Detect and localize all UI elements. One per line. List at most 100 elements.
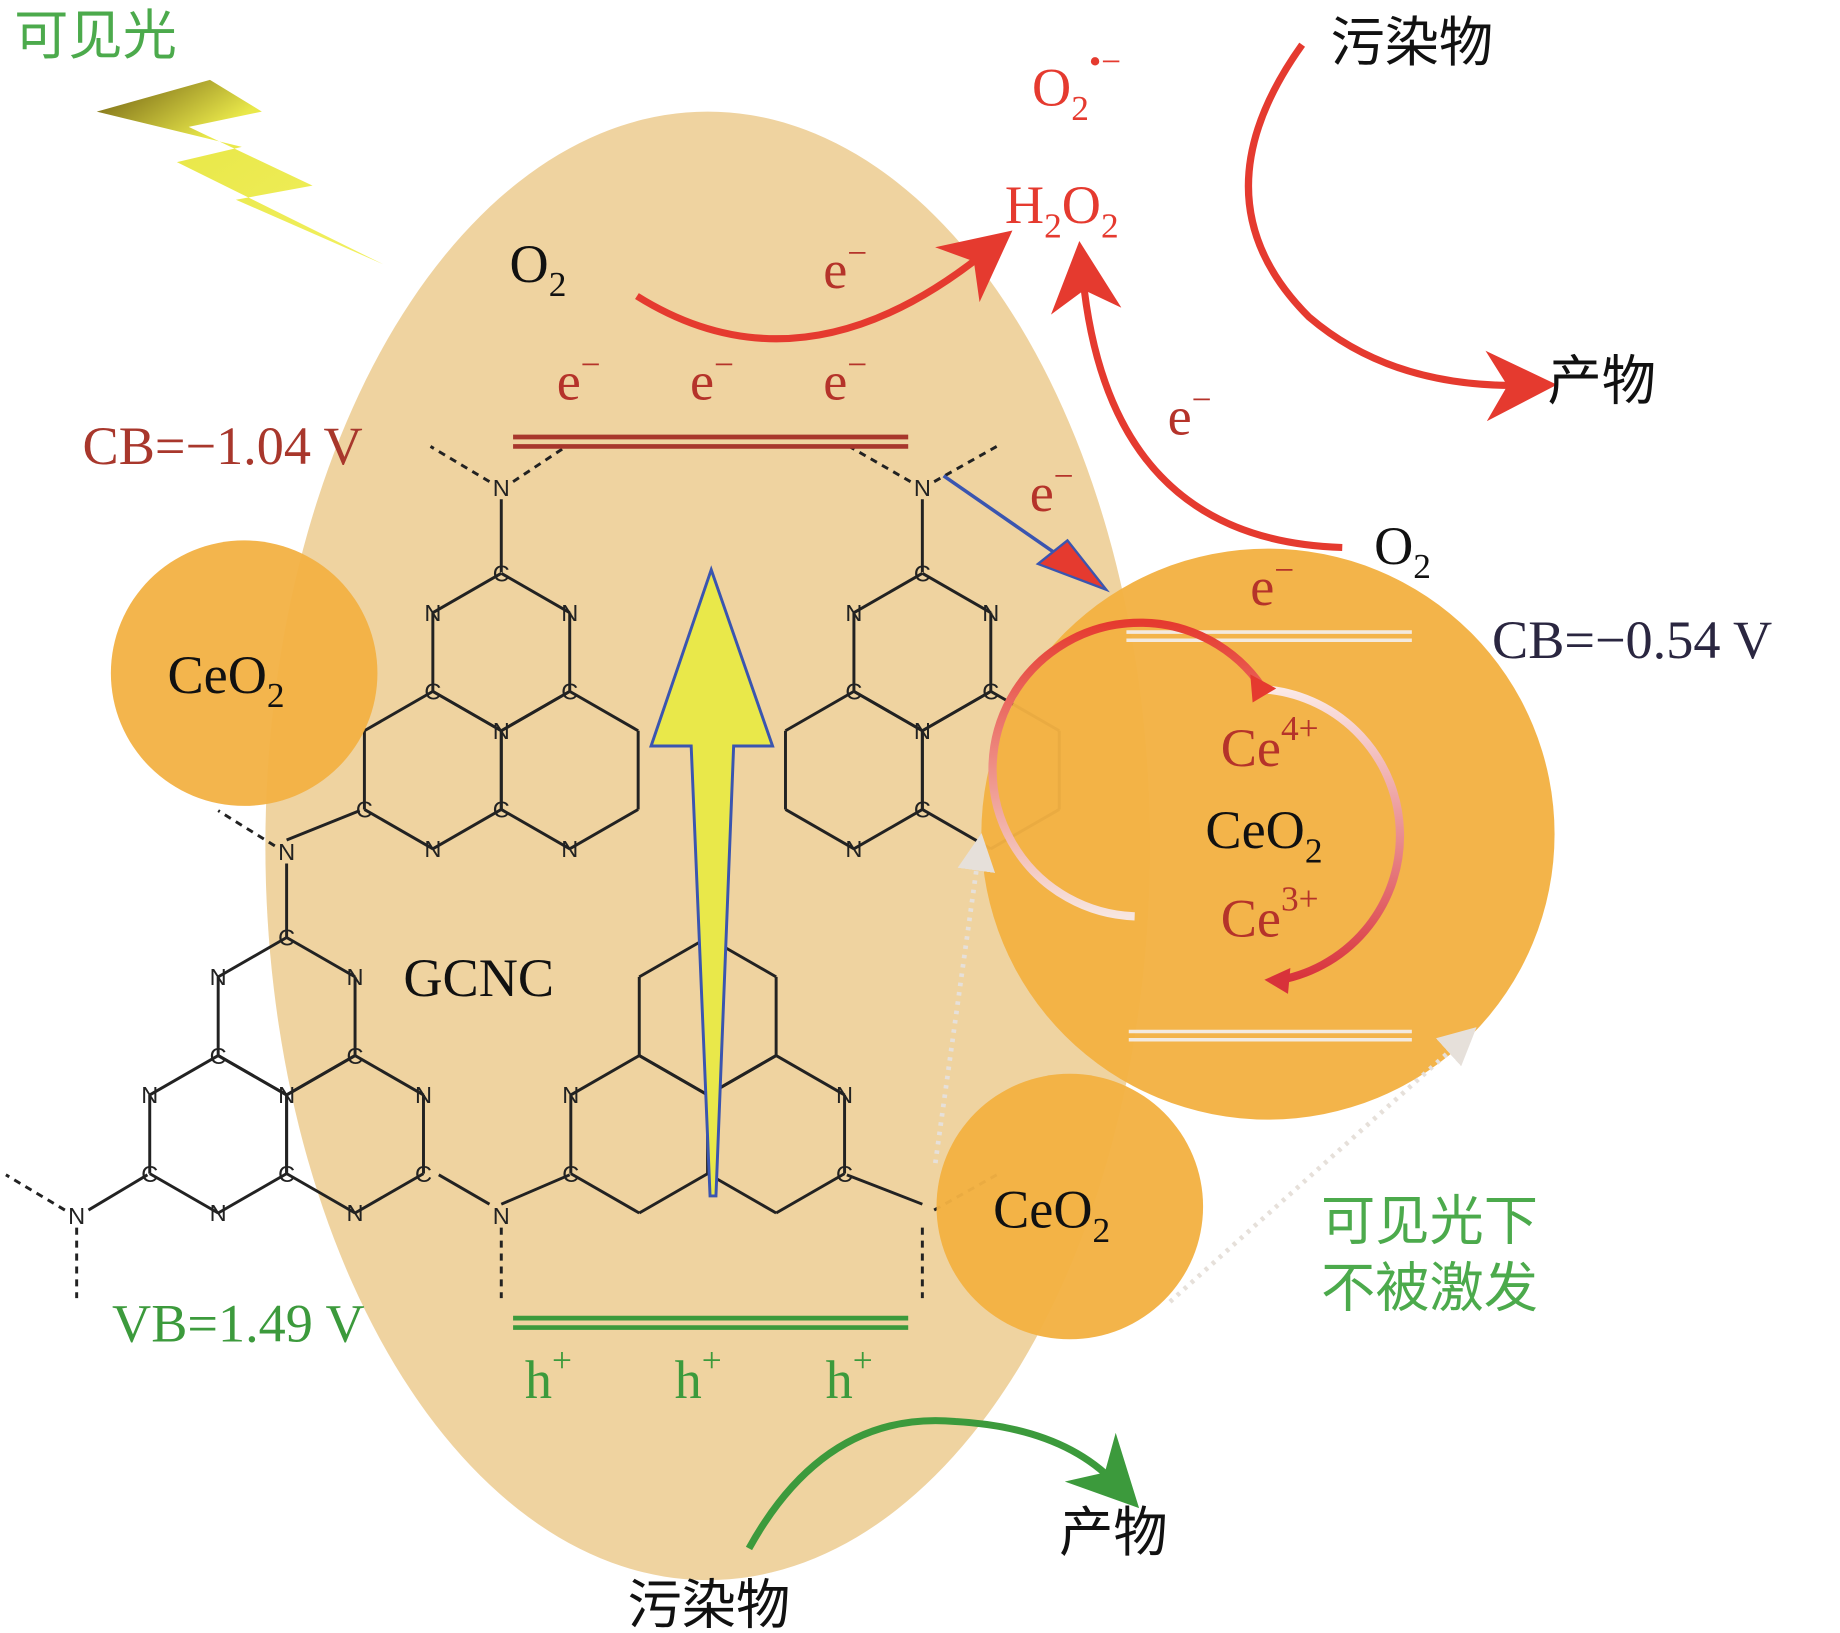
pollutant-label-bottom: 污染物: [627, 1574, 790, 1633]
bond: [217, 1172, 288, 1215]
ceo2-particle-left: [110, 540, 378, 806]
electron-label: e−: [823, 233, 867, 299]
bond: [784, 808, 855, 851]
nitrogen-atom-label: N: [424, 600, 441, 626]
bond: [432, 572, 503, 614]
electron-label: e−: [1250, 551, 1294, 617]
ceo2-label-bottom: CeO2: [993, 1180, 1110, 1250]
ce-cycle-arrowhead-top: [1250, 674, 1277, 703]
carbon-atom-label: C: [210, 1043, 227, 1069]
o2-reduction-arrow: [635, 230, 1013, 343]
hole-label: h+: [525, 1341, 572, 1410]
carbon-atom-label: C: [914, 561, 931, 587]
carbon-atom-label: C: [141, 1161, 158, 1187]
bond: [217, 936, 288, 979]
bond: [638, 936, 709, 979]
ceo2-particle-bottom: [936, 1073, 1204, 1340]
cb-gcnc-label: CB=−1.04 V: [83, 416, 363, 476]
carbon-atom-label: C: [836, 1161, 853, 1187]
carbon-atom-label: C: [493, 561, 510, 587]
bond: [149, 1054, 219, 1097]
ceo2-particle-large: [981, 548, 1555, 1120]
bond: [921, 690, 992, 733]
bond: [438, 1173, 491, 1206]
nitrogen-atom-label: N: [210, 964, 227, 990]
bond: [500, 1173, 571, 1206]
bond: [570, 1172, 640, 1215]
nitrogen-atom-label: N: [278, 1082, 295, 1108]
bond: [285, 1054, 356, 1097]
superoxide-label: O2•−: [1032, 42, 1121, 128]
bond: [775, 1172, 846, 1215]
nitrogen-atom-label: N: [562, 1082, 579, 1108]
ce-cycle-arrow-lower: [1267, 685, 1405, 986]
nitrogen-atom-label: N: [68, 1203, 85, 1229]
nitrogen-atom-label: N: [493, 475, 510, 501]
ceo2-o2-reduction-arrow: [1051, 241, 1343, 551]
gcnc-vb-line: [513, 1315, 909, 1330]
electron-label: e−: [1168, 380, 1212, 446]
o2-label-right: O2: [1374, 516, 1431, 586]
bond: [500, 690, 571, 733]
electron-label: e−: [1030, 457, 1074, 523]
carbon-atom-label: C: [347, 1043, 364, 1069]
nitrogen-atom-label: N: [493, 718, 510, 744]
gcnc-label: GCNC: [403, 948, 554, 1008]
bond: [363, 690, 434, 733]
pollutant-label-top: 污染物: [1330, 11, 1493, 74]
nitrogen-atom-label: N: [424, 836, 441, 862]
bond: [638, 1054, 709, 1097]
not-excited-label-line1: 可见光下: [1321, 1190, 1538, 1253]
not-excited-label-line2: 不被激发: [1321, 1256, 1538, 1319]
bond: [638, 1172, 709, 1215]
nitrogen-atom-label: N: [845, 836, 862, 862]
bond: [570, 1054, 640, 1097]
vb-gcnc-label: VB=1.49 V: [112, 1294, 365, 1354]
bond: [5, 1173, 66, 1212]
nitrogen-atom-label: N: [836, 1082, 853, 1108]
carbon-atom-label: C: [562, 1161, 579, 1187]
bond: [285, 1172, 356, 1215]
ce-cycle-arrowhead-bottom: [1264, 968, 1291, 994]
pollutant-degradation-arrow-bottom: [745, 1417, 1140, 1551]
bond: [853, 808, 924, 851]
bond: [500, 808, 571, 851]
carbon-atom-label: C: [982, 679, 999, 705]
ceo2-label-left: CeO2: [167, 645, 284, 715]
excitation-arrow: [649, 565, 775, 1198]
nitrogen-atom-label: N: [561, 600, 578, 626]
nitrogen-atom-label: N: [347, 964, 364, 990]
nitrogen-atom-label: N: [914, 718, 931, 744]
electron-label: e−: [557, 345, 601, 411]
bond: [512, 445, 567, 483]
bond: [568, 808, 639, 851]
bond: [354, 1054, 425, 1097]
bond: [846, 1173, 923, 1206]
carbon-atom-label: C: [356, 797, 373, 823]
nitrogen-atom-label: N: [561, 836, 578, 862]
hole-label: h+: [675, 1341, 722, 1410]
product-label-top: 产物: [1547, 350, 1655, 413]
gcnc-cb-line: [513, 434, 909, 449]
bond: [429, 445, 491, 483]
h2o2-label: H2O2: [1005, 175, 1119, 245]
ceo2-label-center: CeO2: [1205, 800, 1322, 870]
bond: [706, 1172, 777, 1215]
bond: [853, 572, 924, 614]
nitrogen-atom-label: N: [278, 839, 295, 865]
carbon-atom-label: C: [845, 679, 862, 705]
visible-light-label: 可见光: [14, 4, 177, 67]
bond: [149, 1172, 219, 1215]
nitrogen-atom-label: N: [982, 600, 999, 626]
carbon-atom-label: C: [424, 679, 441, 705]
bond: [87, 1173, 149, 1212]
bond: [354, 1172, 425, 1215]
carbon-atom-label: C: [561, 679, 578, 705]
carbon-atom-label: C: [415, 1161, 432, 1187]
ce3-label: Ce3+: [1221, 880, 1319, 949]
bond: [217, 1054, 288, 1097]
carbon-atom-label: C: [914, 797, 931, 823]
nitrogen-atom-label: N: [914, 475, 931, 501]
